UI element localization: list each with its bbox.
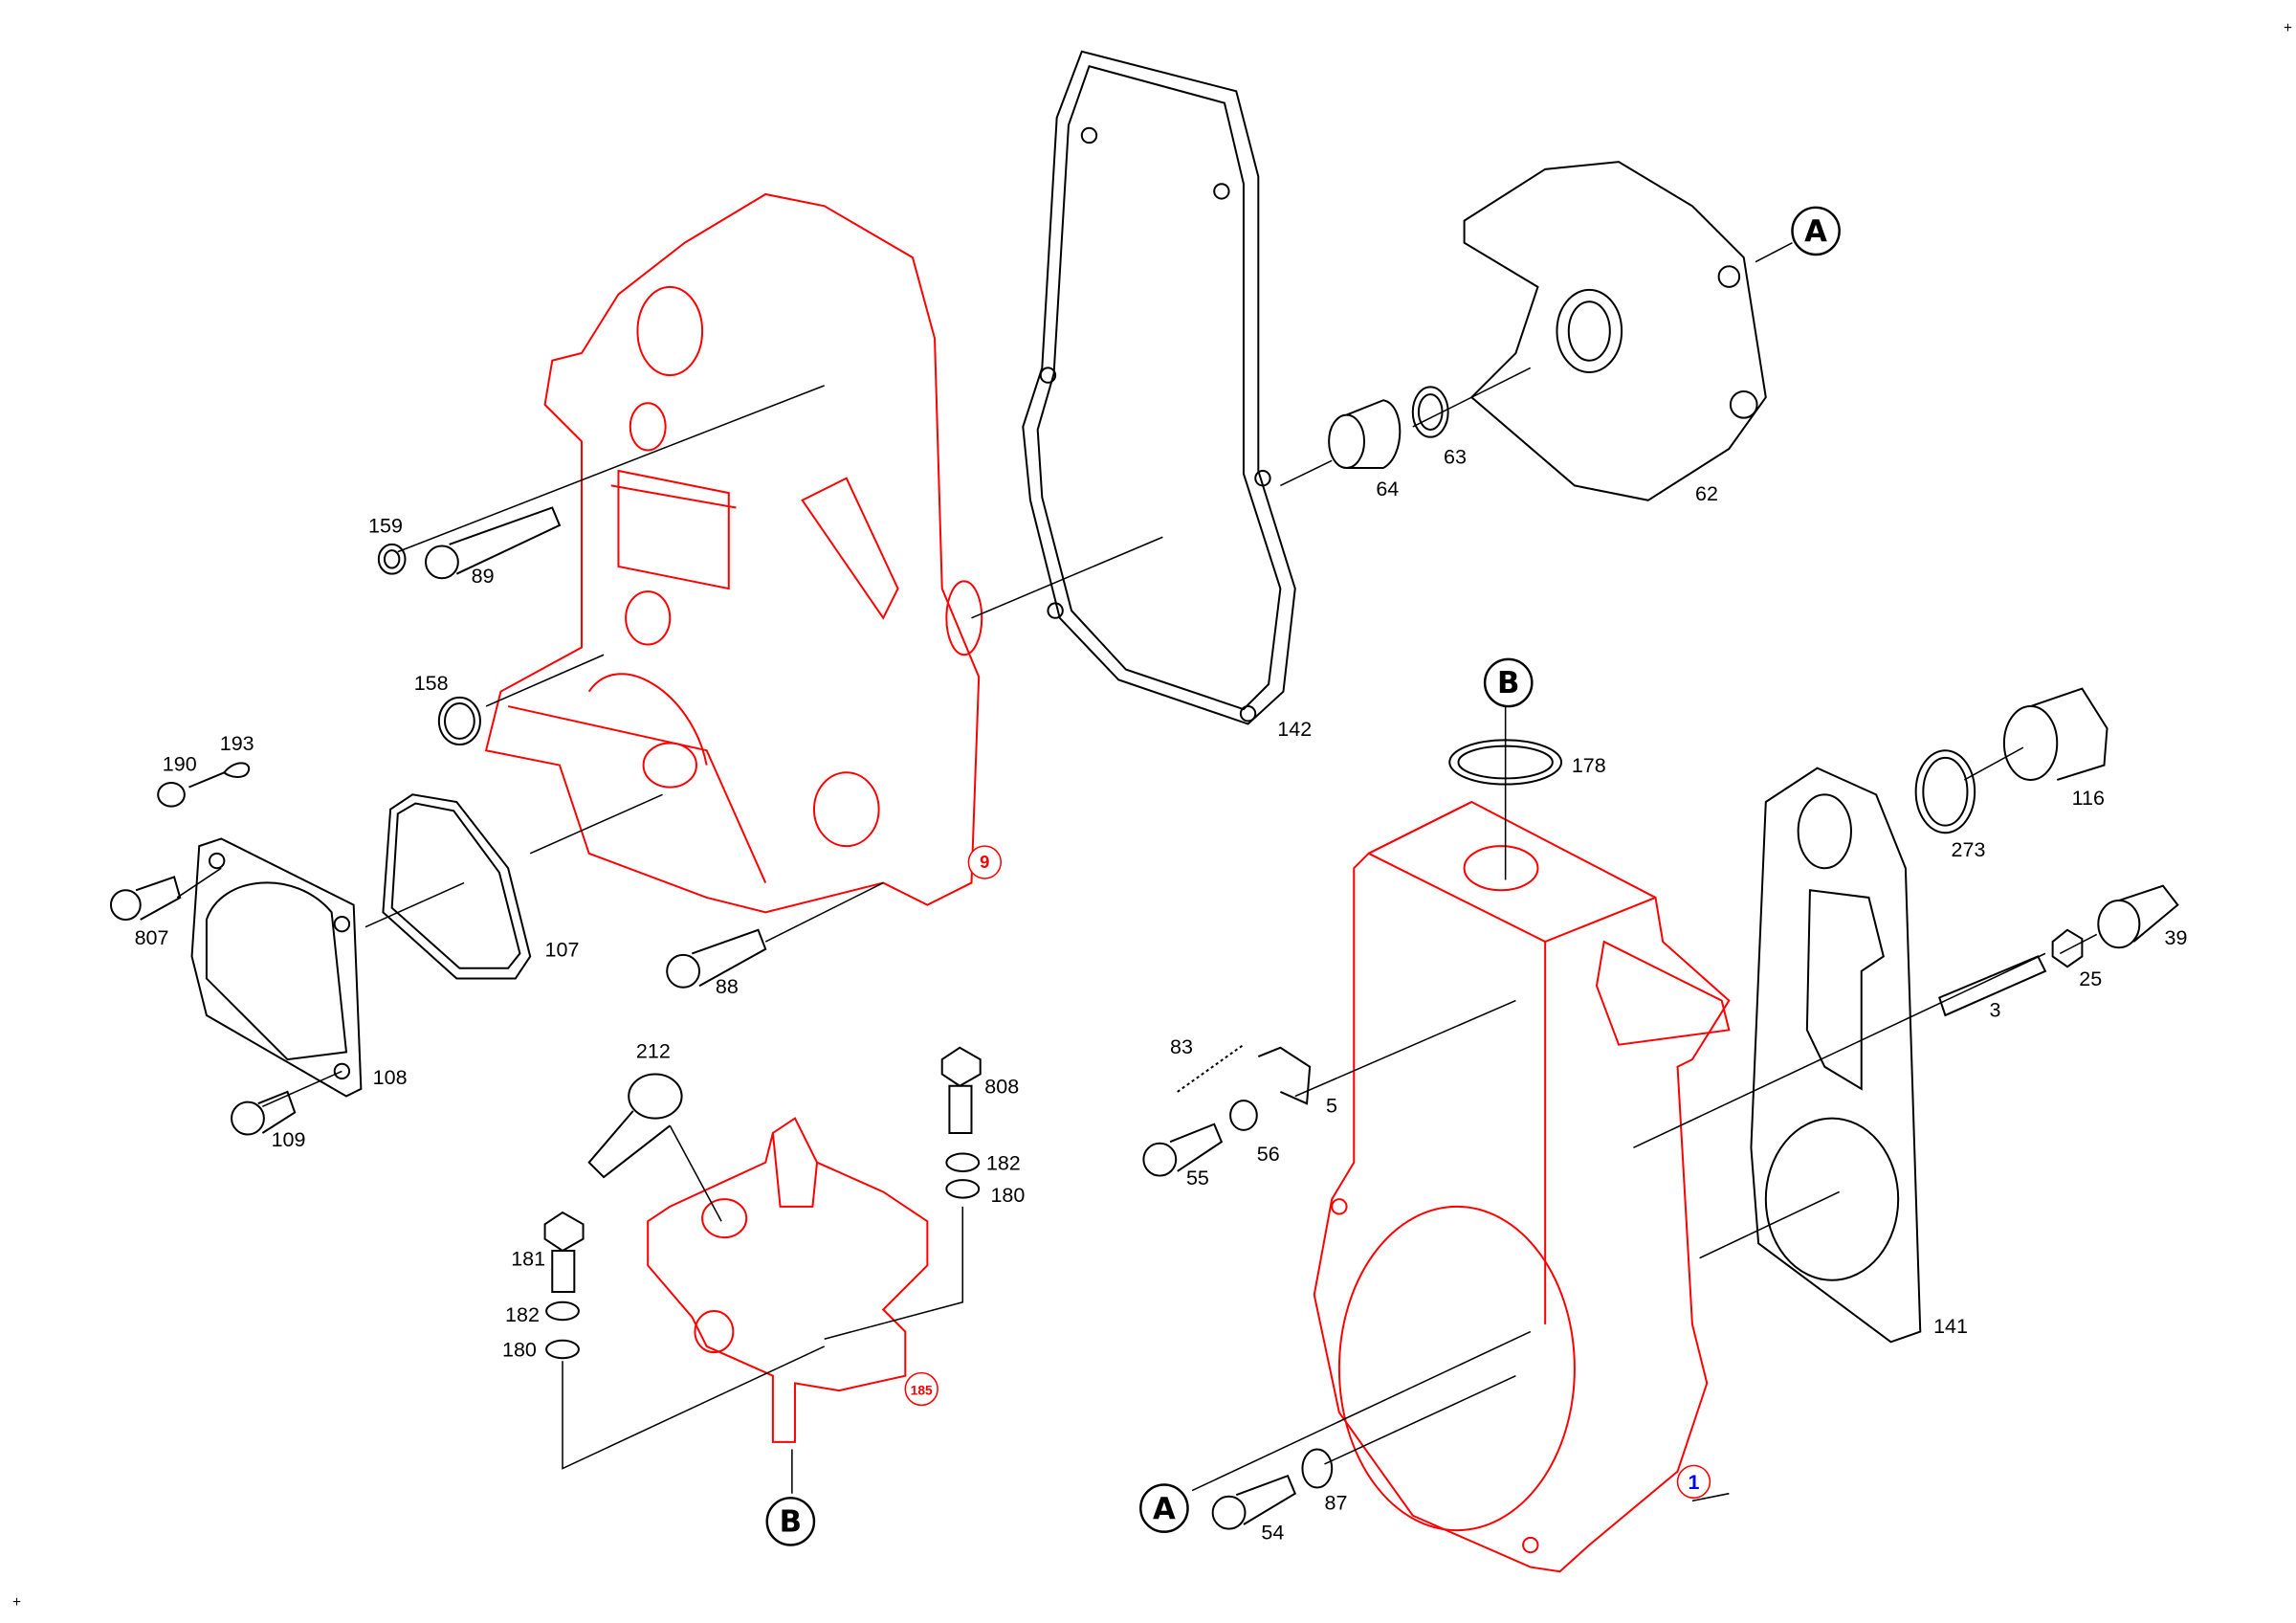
corner-mark-top-right: + (2284, 20, 2292, 36)
assembly-callout-1-text: 1 (1688, 1471, 1699, 1494)
label-142: 142 (1277, 718, 1312, 741)
label-182-left: 182 (505, 1303, 540, 1326)
label-54: 54 (1261, 1521, 1284, 1544)
label-39: 39 (2164, 926, 2187, 949)
washer-87[interactable] (1301, 1448, 1334, 1489)
label-88: 88 (716, 975, 739, 998)
nut-25[interactable] (2051, 928, 2084, 968)
washer-180-left[interactable] (545, 1339, 580, 1360)
assembly-callout-9-text: 9 (980, 852, 989, 872)
cap-190[interactable] (157, 782, 186, 808)
label-190: 190 (163, 753, 197, 776)
label-89: 89 (472, 565, 495, 588)
sleeve-64[interactable] (1328, 399, 1402, 469)
gasket-107[interactable] (382, 793, 532, 980)
reference-b-mid-text: B (1497, 666, 1519, 700)
lever-212[interactable] (587, 1073, 683, 1179)
nut-116[interactable] (2002, 687, 2108, 781)
cover-108[interactable] (190, 837, 363, 1098)
washer-56[interactable] (1229, 1100, 1258, 1131)
assembly-callout-1[interactable]: 1 (1676, 1464, 1711, 1500)
washer-159[interactable] (377, 543, 407, 575)
washer-182-left[interactable] (545, 1301, 580, 1322)
label-25: 25 (2079, 967, 2102, 990)
plug-807[interactable] (109, 876, 182, 922)
washer-180-right[interactable] (945, 1179, 981, 1199)
label-180-left: 180 (502, 1339, 537, 1362)
bracket-62[interactable] (1463, 161, 1767, 501)
label-83: 83 (1170, 1035, 1193, 1058)
clip-39[interactable] (2097, 884, 2179, 949)
housing-assembly-1[interactable] (1313, 800, 1731, 1573)
label-5: 5 (1326, 1094, 1337, 1117)
bolt-55[interactable] (1142, 1123, 1224, 1177)
reference-a-bottom-text: A (1153, 1492, 1176, 1526)
pump-assembly-185[interactable] (647, 1117, 929, 1443)
assembly-callout-185-text: 185 (911, 1383, 933, 1398)
label-180-right: 180 (990, 1184, 1025, 1207)
label-182-right: 182 (986, 1151, 1021, 1174)
bolt-88[interactable] (666, 928, 767, 989)
bolt-181[interactable] (543, 1211, 585, 1294)
gasket-141[interactable] (1750, 767, 1922, 1344)
label-181: 181 (511, 1247, 545, 1270)
reference-b-bottom[interactable]: B (765, 1497, 816, 1546)
washer-182-right[interactable] (945, 1152, 981, 1172)
label-87: 87 (1325, 1492, 1348, 1515)
spring-83[interactable] (1177, 1043, 1245, 1093)
leader-lines (176, 242, 2098, 1502)
bolt-89[interactable] (425, 506, 562, 580)
label-178: 178 (1572, 754, 1606, 777)
corner-mark-bottom-left: + (12, 1594, 21, 1611)
reference-b-bottom-text: B (780, 1505, 802, 1540)
label-807: 807 (135, 926, 169, 949)
label-141: 141 (1933, 1315, 1968, 1338)
bracket-5[interactable] (1257, 1046, 1312, 1105)
stud-3[interactable] (1938, 955, 2047, 1017)
label-116: 116 (2072, 787, 2105, 810)
label-55: 55 (1186, 1167, 1209, 1189)
reference-a-top-text: A (1804, 214, 1827, 249)
gasket-142[interactable] (1022, 50, 1296, 725)
assembly-callout-9[interactable]: 9 (967, 845, 1003, 879)
pin-193[interactable] (188, 762, 251, 789)
label-808: 808 (984, 1075, 1019, 1098)
label-159: 159 (368, 515, 403, 538)
ring-273[interactable] (1914, 749, 1976, 834)
part-labels: 159 89 158 193 190 807 107 88 108 109 21… (135, 445, 2188, 1544)
assembly-callout-185[interactable]: 185 (904, 1371, 938, 1407)
label-212: 212 (636, 1040, 671, 1063)
reference-a-bottom[interactable]: A (1139, 1483, 1189, 1533)
label-158: 158 (414, 672, 449, 695)
ring-158[interactable] (437, 696, 481, 746)
bolt-109[interactable] (231, 1090, 297, 1136)
label-109: 109 (272, 1128, 306, 1151)
bolt-54[interactable] (1211, 1474, 1297, 1530)
label-108: 108 (373, 1066, 408, 1089)
label-193: 193 (220, 732, 254, 755)
label-107: 107 (545, 938, 580, 961)
reference-b-mid[interactable]: B (1483, 657, 1534, 708)
label-273: 273 (1952, 838, 1986, 861)
bolt-808[interactable] (940, 1046, 982, 1134)
label-3: 3 (1990, 998, 2001, 1021)
label-63: 63 (1444, 445, 1467, 468)
label-64: 64 (1376, 478, 1399, 500)
housing-assembly-9[interactable] (484, 192, 983, 914)
reference-a-top[interactable]: A (1791, 206, 1841, 256)
label-62: 62 (1695, 482, 1718, 505)
label-56: 56 (1257, 1143, 1280, 1166)
